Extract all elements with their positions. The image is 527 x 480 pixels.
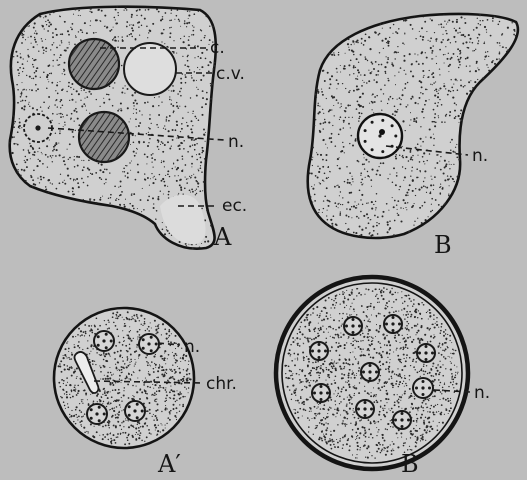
panel-label-a: A bbox=[213, 223, 232, 251]
contractile-vacuole bbox=[124, 43, 176, 95]
panel-label-a-prime: A′ bbox=[157, 450, 181, 478]
callout-cv: c.v. bbox=[216, 64, 245, 84]
callout-n-b: n. bbox=[472, 146, 488, 166]
panel-b: n. B bbox=[308, 14, 518, 259]
callout-n-ap: n. bbox=[184, 337, 200, 357]
panel-a-prime: n. chr. A′ bbox=[54, 308, 237, 478]
cell-b-nucleolus bbox=[379, 129, 385, 135]
panel-a: c. c.v. n. ec. A bbox=[9, 6, 247, 251]
callout-c: c. bbox=[210, 38, 225, 58]
cell-b-body bbox=[308, 14, 518, 238]
cell-a-small-vacuole-dot bbox=[35, 125, 40, 130]
callout-n-a: n. bbox=[228, 132, 244, 152]
panel-label-b-prime: B′ bbox=[401, 450, 424, 478]
callout-chr: chr. bbox=[206, 374, 237, 394]
cell-a-food-vacuole bbox=[69, 39, 119, 89]
callout-n-bp: n. bbox=[474, 383, 490, 403]
panel-b-prime: n. B′ bbox=[276, 277, 490, 478]
panel-label-b: B bbox=[434, 231, 452, 259]
cell-a-nucleus bbox=[79, 112, 129, 162]
callout-ec: ec. bbox=[222, 196, 247, 216]
